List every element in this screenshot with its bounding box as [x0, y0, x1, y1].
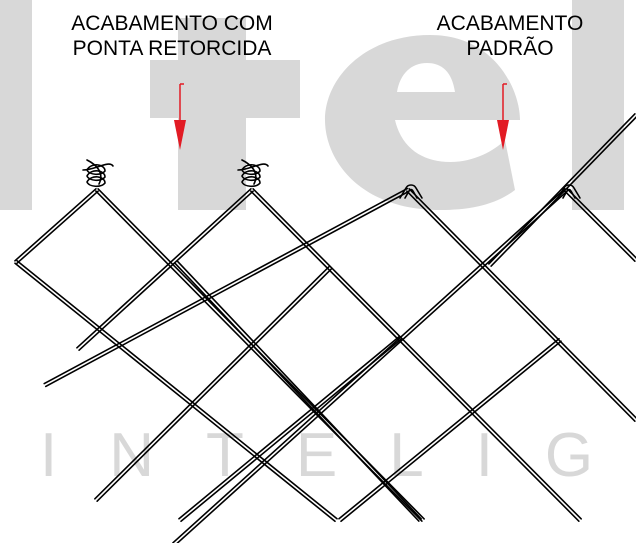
wire-strand-11: [252, 188, 582, 520]
wire-strand-19: [176, 260, 422, 520]
arrow-twisted-head: [174, 120, 186, 150]
label-standard-line2: PADRÃO: [466, 37, 554, 60]
arrows: [174, 83, 509, 150]
arrow-standard-head: [497, 120, 509, 150]
wire-strand-17: [16, 259, 338, 520]
wire-strand-13: [408, 188, 636, 419]
watermark-letter-e: [325, 35, 520, 210]
wire-strand-20: [490, 116, 636, 267]
chain-link-mesh: [14, 113, 636, 546]
wire-strand-1: [16, 190, 99, 264]
wire-strand-15: [566, 188, 636, 259]
label-standard-line1: ACABAMENTO: [436, 12, 584, 35]
wire-strand-25: [96, 268, 332, 502]
twist-coil-0-0: [86, 176, 106, 188]
loop-inner-1: [562, 188, 576, 199]
label-standard-finish: ACABAMENTO PADRÃO: [400, 11, 620, 61]
wire-strand-18: [174, 262, 420, 522]
watermark-bar-left: [0, 0, 32, 210]
watermark-letter-t-bar: [150, 60, 300, 118]
wire-strand-0: [14, 188, 97, 262]
wire-strand-16: [14, 262, 336, 523]
wire-strand-21: [488, 113, 636, 265]
twist-strand-a-0: [86, 159, 102, 185]
label-twisted-finish: ACABAMENTO COM PONTA RETORCIDA: [22, 11, 322, 61]
arrow-twisted: [174, 83, 186, 150]
loop-outer-0: [399, 184, 423, 199]
wire-strand-14: [564, 190, 636, 262]
wire-strand-10: [250, 190, 580, 522]
wire-strand-27: [340, 340, 562, 523]
wire-strand-2: [76, 188, 252, 349]
wire-strand-5: [44, 190, 410, 388]
wire-strand-26: [338, 337, 560, 520]
wire-strand-24: [94, 266, 330, 500]
wire-strand-12: [406, 190, 636, 422]
twist-coil-0-2: [86, 164, 106, 176]
twist-coil-1-2: [241, 164, 261, 176]
twist-coil-1-1: [241, 170, 261, 182]
wire-strand-23: [180, 338, 402, 523]
loop-inner-0: [404, 188, 418, 199]
twist-strand-a-1: [241, 159, 257, 185]
twist-coil-0-1: [86, 170, 106, 182]
loop-outer-1: [557, 184, 581, 199]
wire-strand-22: [178, 335, 400, 520]
label-twisted-line1: ACABAMENTO COM: [71, 12, 273, 35]
arrow-standard: [497, 83, 509, 150]
wire-strand-4: [43, 187, 409, 385]
twist-coil-1-0: [241, 176, 261, 188]
wire-strand-3: [78, 190, 254, 351]
label-twisted-line2: PONTA RETORCIDA: [72, 37, 272, 60]
